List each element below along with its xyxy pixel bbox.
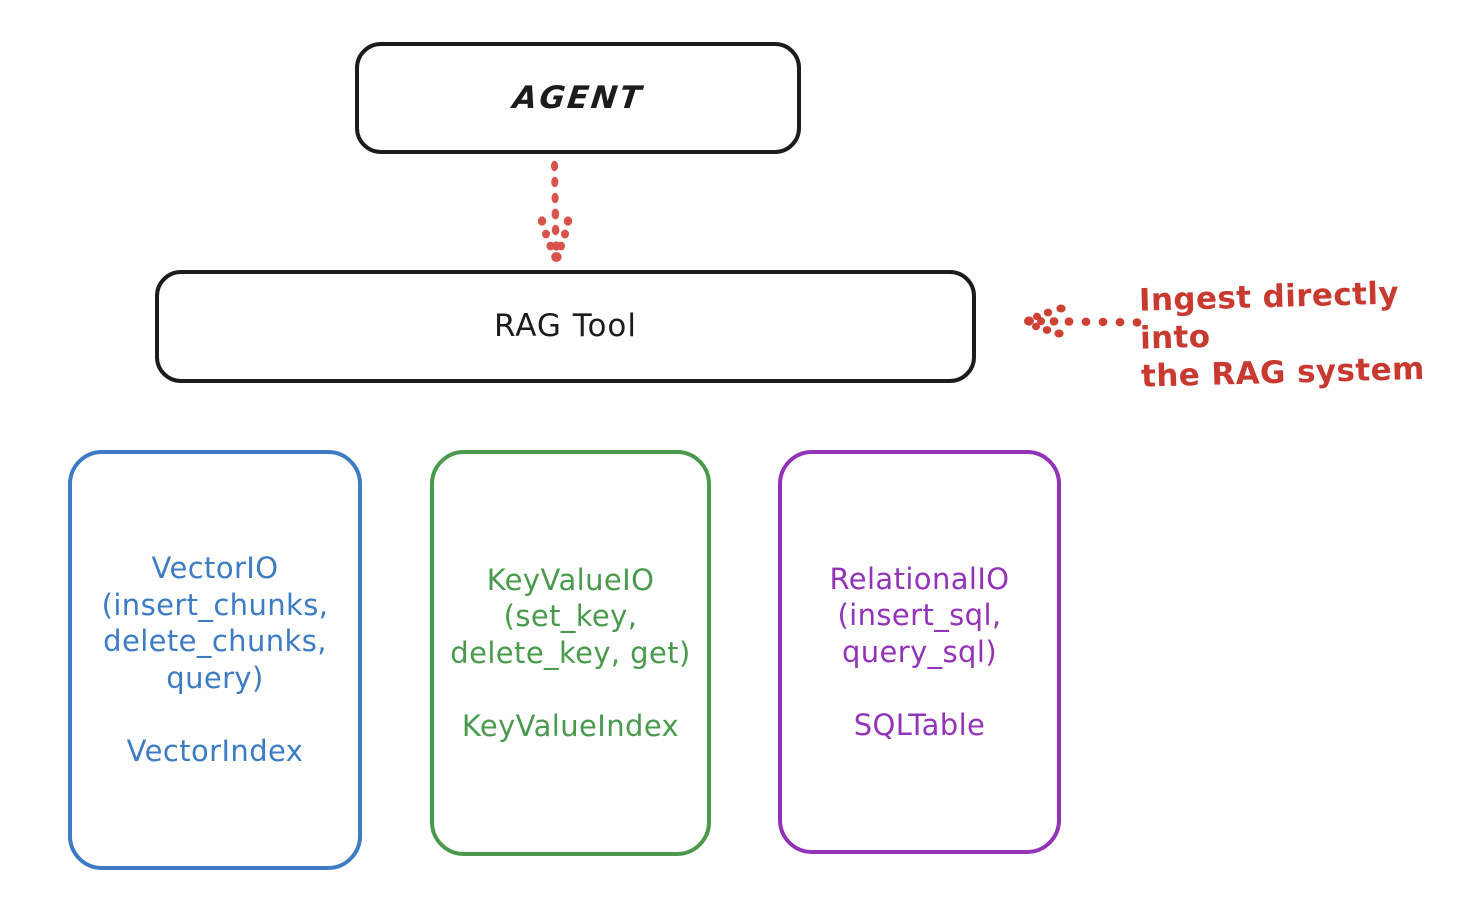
connector-agent-to-rag-tool-arrow (537, 160, 573, 262)
node-vector-io-label: VectorIO (insert_chunks, delete_chunks, … (101, 551, 329, 769)
node-relational-io[interactable]: RelationalIO (insert_sql, query_sql) SQL… (778, 450, 1061, 854)
node-agent[interactable]: AGENT (355, 42, 801, 154)
node-key-value-io[interactable]: KeyValueIO (set_key, delete_key, get) Ke… (430, 450, 711, 856)
node-rag-tool[interactable]: RAG Tool (155, 270, 976, 383)
node-vector-io[interactable]: VectorIO (insert_chunks, delete_chunks, … (68, 450, 362, 870)
node-agent-label: AGENT (510, 79, 646, 116)
node-relational-io-label: RelationalIO (insert_sql, query_sql) SQL… (829, 561, 1010, 742)
node-key-value-io-label: KeyValueIO (set_key, delete_key, get) Ke… (450, 562, 691, 743)
node-rag-tool-label: RAG Tool (493, 308, 638, 345)
annotation-ingest-directly: Ingest directly into the RAG system (1138, 275, 1426, 395)
connector-ingest-to-rag-tool-arrow (1024, 304, 1142, 338)
